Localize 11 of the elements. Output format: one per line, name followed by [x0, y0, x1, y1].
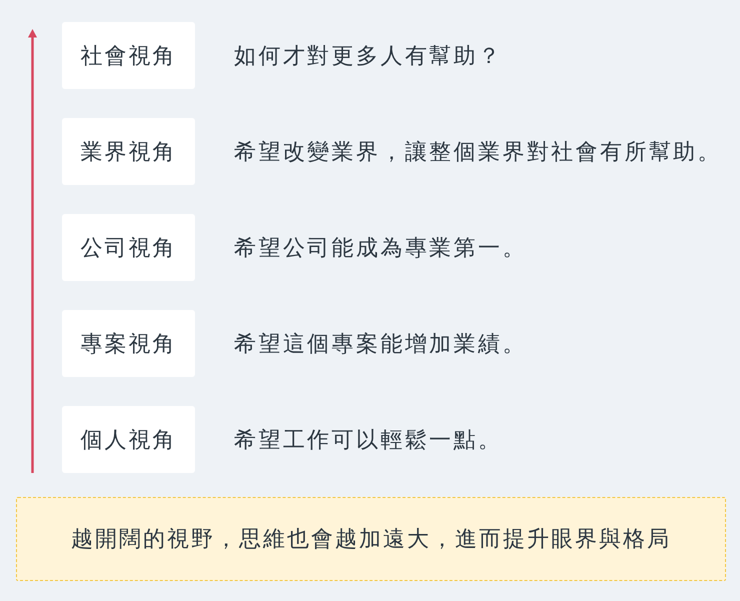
label-box: 社會視角 [62, 22, 195, 89]
description-text: 希望這個專案能增加業績。 [234, 330, 527, 358]
description-text: 如何才對更多人有幫助？ [234, 42, 502, 70]
label-box: 專案視角 [62, 310, 195, 377]
description-text: 希望改變業界，讓整個業界對社會有所幫助。 [234, 138, 722, 166]
label-box: 公司視角 [62, 214, 195, 281]
label-box: 個人視角 [62, 406, 195, 473]
description-text: 希望公司能成為專業第一。 [234, 234, 527, 262]
label-box: 業界視角 [62, 118, 195, 185]
note-box: 越開闊的視野，思維也會越加遠大，進而提升眼界與格局 [16, 497, 726, 581]
description-text: 希望工作可以輕鬆一點。 [234, 426, 502, 454]
